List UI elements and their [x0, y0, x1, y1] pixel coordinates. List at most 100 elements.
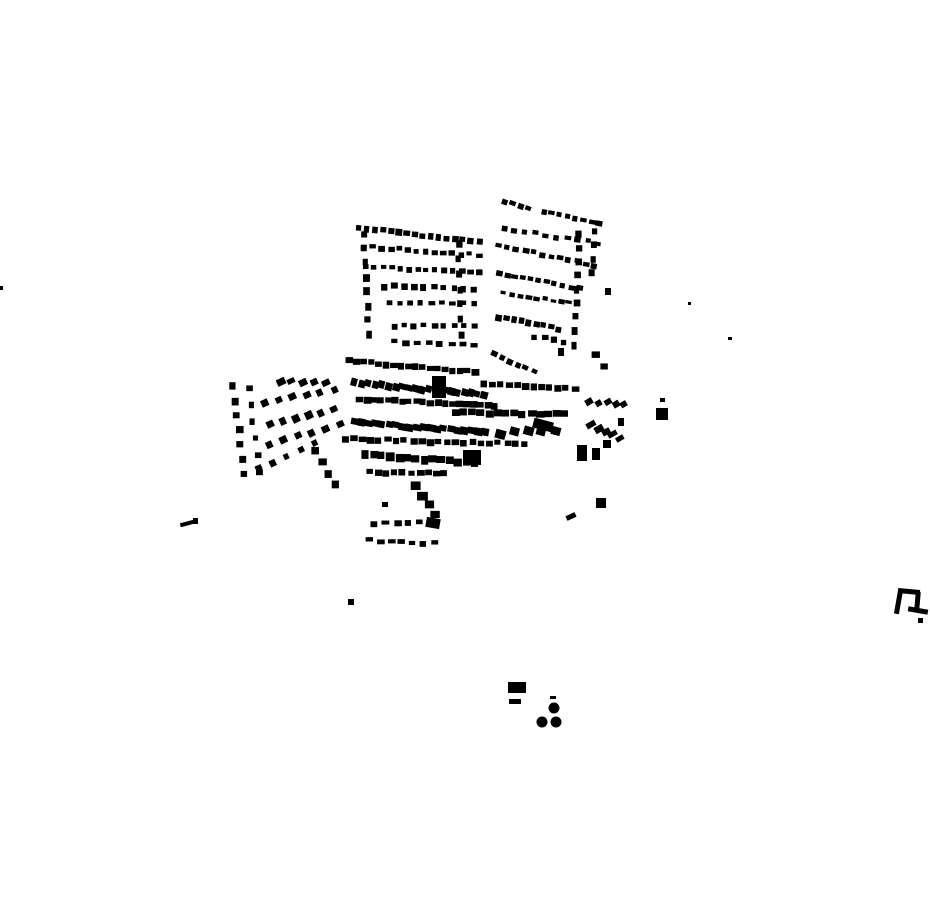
building	[503, 244, 510, 251]
building	[461, 323, 467, 328]
building	[377, 539, 385, 545]
building	[357, 379, 367, 389]
building	[571, 386, 580, 392]
building	[425, 516, 441, 530]
building	[399, 398, 406, 405]
building	[477, 440, 485, 447]
building	[893, 589, 904, 615]
building	[302, 390, 312, 400]
building	[486, 440, 493, 447]
building	[449, 367, 456, 375]
building	[376, 420, 386, 429]
building	[407, 300, 414, 306]
building	[564, 256, 571, 264]
building	[355, 396, 364, 403]
building	[728, 337, 732, 340]
building	[530, 383, 538, 391]
building	[390, 282, 398, 289]
building	[320, 378, 331, 388]
building	[287, 391, 298, 402]
building	[440, 323, 446, 329]
building	[510, 227, 518, 234]
building	[434, 365, 441, 372]
building	[479, 390, 489, 400]
building	[331, 480, 339, 489]
building	[521, 364, 529, 371]
building	[560, 410, 568, 417]
building	[438, 424, 447, 432]
building	[441, 366, 449, 373]
building	[246, 385, 253, 392]
building	[403, 230, 411, 237]
building	[531, 368, 538, 375]
building	[541, 334, 549, 340]
building	[470, 401, 478, 408]
building	[459, 408, 467, 416]
building	[428, 455, 437, 463]
building	[494, 439, 501, 445]
building	[564, 213, 571, 220]
building	[371, 226, 379, 234]
building	[377, 379, 386, 390]
building	[370, 450, 379, 459]
building	[376, 397, 384, 404]
building	[543, 278, 551, 285]
building	[384, 436, 392, 442]
building	[531, 334, 537, 341]
building	[363, 287, 370, 296]
building	[400, 437, 407, 443]
building	[391, 323, 398, 330]
building	[564, 299, 573, 305]
building	[503, 315, 511, 322]
building	[427, 232, 434, 240]
building	[480, 427, 490, 437]
building	[426, 400, 435, 407]
building	[391, 396, 399, 404]
building	[897, 588, 921, 595]
building	[518, 317, 525, 325]
building	[303, 409, 315, 421]
building	[468, 408, 476, 416]
building	[467, 269, 474, 275]
building	[467, 426, 477, 435]
building	[382, 470, 390, 477]
building	[457, 286, 463, 294]
building	[574, 271, 581, 279]
building	[501, 409, 510, 417]
building	[397, 539, 405, 544]
building	[438, 300, 445, 305]
building	[397, 266, 403, 272]
building	[239, 455, 247, 463]
building	[436, 455, 446, 463]
building	[402, 340, 410, 347]
building	[484, 402, 493, 409]
building	[401, 322, 407, 328]
building	[543, 410, 553, 418]
building	[229, 382, 236, 390]
building	[559, 282, 566, 289]
building	[579, 217, 587, 223]
building	[374, 437, 382, 444]
building	[485, 410, 494, 418]
building	[380, 264, 387, 269]
building	[456, 367, 464, 375]
building	[455, 400, 464, 408]
building	[384, 382, 394, 392]
building	[594, 399, 603, 408]
building	[509, 699, 521, 704]
building	[552, 410, 561, 417]
building	[582, 261, 590, 268]
building	[377, 451, 385, 459]
building	[395, 228, 403, 236]
building	[556, 254, 564, 261]
building	[278, 434, 289, 445]
building	[370, 521, 378, 528]
building	[459, 426, 469, 436]
building	[514, 361, 522, 370]
building	[550, 425, 562, 437]
building	[382, 502, 388, 507]
building	[369, 397, 377, 403]
building	[495, 242, 502, 248]
building	[413, 249, 419, 254]
building	[408, 540, 416, 546]
